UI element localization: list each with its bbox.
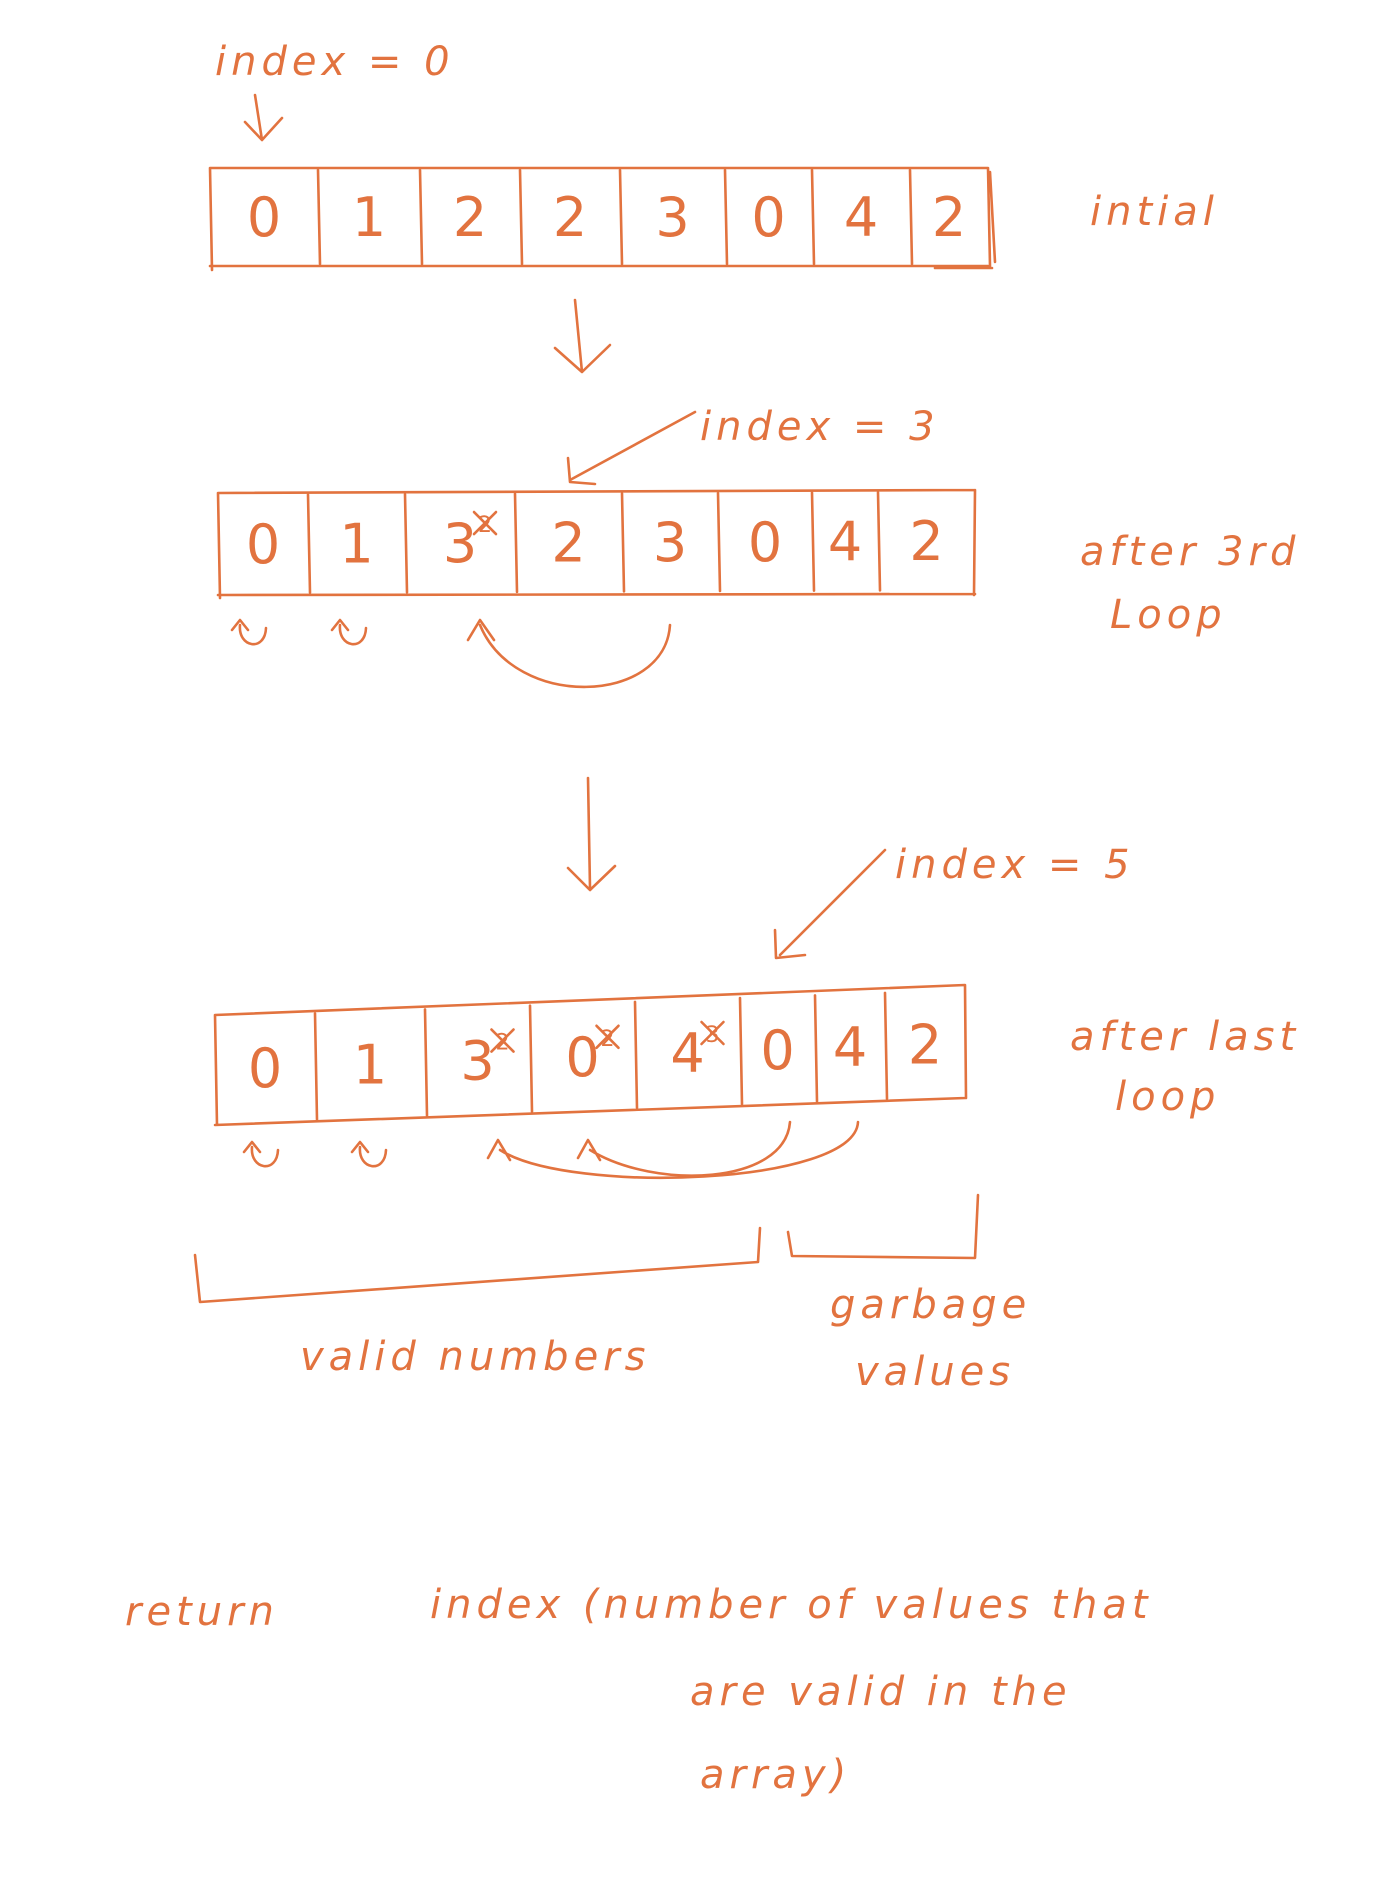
- self-copy-arrows: [230, 618, 368, 646]
- cell-dividers-initial: [316, 168, 914, 266]
- array-cell-value: 0: [565, 1026, 599, 1089]
- move-arrow-icon: [466, 618, 672, 689]
- range-brackets: valid numbers garbage values: [193, 1193, 1031, 1395]
- return-word: return: [125, 1589, 279, 1635]
- array-cell-value: 4: [670, 1022, 704, 1085]
- cell-divider: [716, 491, 722, 593]
- array-cell-value: 4: [833, 1016, 867, 1079]
- cell-divider: [908, 168, 914, 266]
- array-cell-value: 4: [828, 510, 862, 573]
- cell-divider: [876, 491, 882, 592]
- index-zero-pointer-label: index = 0: [215, 39, 455, 85]
- array-cell-value: 3: [653, 511, 687, 574]
- cell-divider: [316, 168, 322, 266]
- move-arrow-icon: [486, 1120, 860, 1180]
- strike-mark-icon: [700, 1020, 725, 1046]
- conclusion-line1: index (number of values that: [430, 1582, 1153, 1628]
- index-three-pointer-label: index = 3: [700, 404, 940, 450]
- strike-mark-icon: [472, 510, 498, 536]
- down-arrow-icon: [566, 776, 617, 892]
- array-cell-value: 0: [748, 511, 782, 574]
- array-cell-value: 0: [760, 1019, 794, 1082]
- move-arrow-icon: [576, 1120, 792, 1177]
- pointer-arrow-icon: [773, 848, 887, 960]
- valid-and-garbage-brackets: [193, 1193, 980, 1304]
- array-cell-value: 3: [655, 186, 689, 249]
- array-cell-value: 2: [551, 512, 585, 575]
- array-cell-value: 4: [844, 186, 878, 249]
- array-cell-value: 1: [353, 1033, 387, 1096]
- array-cell-value: 0: [247, 186, 281, 249]
- conclusion-line3: array): [700, 1752, 851, 1798]
- cell-divider: [403, 492, 409, 594]
- cell-divider: [618, 168, 624, 266]
- array-outline-after-last-loop: [213, 983, 968, 1127]
- cell-divider: [620, 492, 626, 593]
- pointer-arrow-icon: [566, 410, 697, 486]
- array-cell-value: 2: [453, 186, 487, 249]
- strike-mark-icon: [595, 1024, 620, 1050]
- array-cell-value: 0: [246, 513, 280, 576]
- cell-dividers-after-last-loop: [313, 991, 889, 1121]
- array-cell-value: 2: [932, 186, 966, 249]
- array-cell-value: 1: [352, 186, 386, 249]
- cell-divider: [313, 1012, 319, 1121]
- array-cell-value: 2: [908, 1013, 942, 1076]
- conclusion-line2: are valid in the: [690, 1669, 1072, 1715]
- array-cell-value: 3: [443, 512, 477, 575]
- array-cell-value: 3: [460, 1030, 494, 1093]
- array-cell-value: 2: [553, 186, 587, 249]
- cell-divider: [810, 491, 816, 592]
- cell-divider: [518, 168, 524, 266]
- down-arrow-icon: [553, 298, 612, 374]
- cell-divider: [306, 493, 312, 594]
- strike-mark-icon: [490, 1028, 515, 1053]
- array-cell-value: 2: [909, 510, 943, 573]
- cell-divider: [423, 1008, 429, 1117]
- cell-divider: [723, 168, 729, 266]
- cell-divider: [633, 1000, 639, 1110]
- cell-divider: [813, 994, 819, 1103]
- index-five-pointer-label: index = 5: [895, 842, 1135, 888]
- array-cell-value: 0: [248, 1037, 282, 1100]
- self-copy-arrows: [242, 1140, 388, 1168]
- cell-divider: [738, 996, 744, 1106]
- stage-label-initial: intial: [1090, 189, 1219, 235]
- cell-divider: [810, 168, 816, 266]
- cell-divider: [418, 168, 424, 266]
- garbage-values-label-line1: garbage: [830, 1282, 1031, 1328]
- cell-divider: [513, 492, 519, 594]
- stage-label-after-third-loop-line2: Loop: [1110, 592, 1227, 638]
- array-cell-value: 1: [339, 512, 373, 575]
- cell-divider: [883, 991, 889, 1101]
- stage-label-after-last-loop-line2: loop: [1115, 1074, 1220, 1120]
- array-outline-after-third-loop: [216, 488, 977, 600]
- cell-divider: [528, 1004, 534, 1113]
- garbage-values-label-line2: values: [855, 1349, 1015, 1395]
- conclusion-note: return index (number of values that are …: [125, 1582, 1153, 1798]
- stage-label-after-third-loop-line1: after 3rd: [1080, 529, 1300, 575]
- cell-dividers-after-third-loop: [306, 491, 882, 594]
- valid-numbers-label: valid numbers: [300, 1334, 650, 1380]
- stage-label-after-last-loop-line1: after last: [1070, 1014, 1300, 1060]
- array-outline-initial: [208, 166, 997, 272]
- array-cell-value: 0: [751, 186, 785, 249]
- down-arrow-icon: [243, 93, 284, 142]
